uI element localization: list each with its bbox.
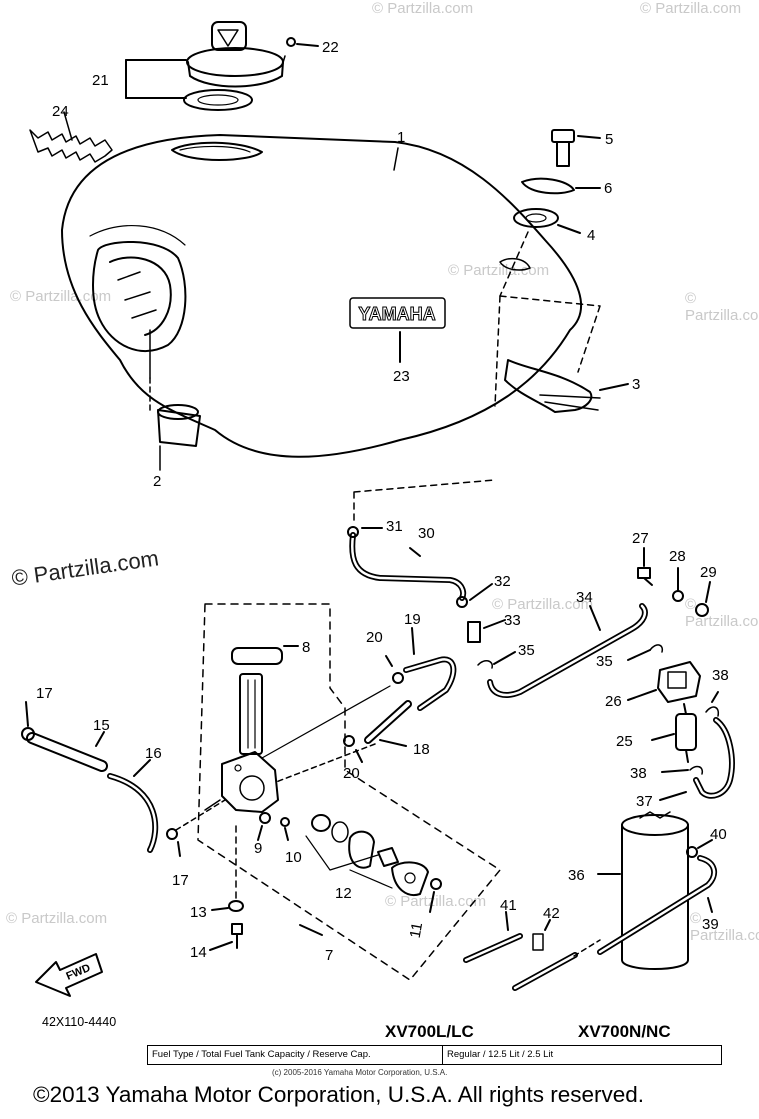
- callout-16: 16: [145, 745, 162, 762]
- watermark: © Partzilla.com: [10, 288, 112, 305]
- spec-header-cell: Fuel Type / Total Fuel Tank Capacity / R…: [148, 1046, 443, 1064]
- watermark: © Partzilla.com: [685, 290, 759, 324]
- callout-41: 41: [500, 897, 517, 914]
- callout-6: 6: [604, 180, 612, 197]
- watermark: © Partzilla.com: [690, 910, 759, 944]
- model-label-right: XV700N/NC: [578, 1022, 671, 1041]
- fuel-cock-body: [204, 685, 391, 813]
- callout-2: 2: [153, 473, 161, 490]
- callout-17: 17: [36, 685, 53, 702]
- watermark: © Partzilla.com: [685, 596, 759, 630]
- footer-copyright: ©2013 Yamaha Motor Corporation, U.S.A. A…: [33, 1082, 645, 1107]
- callout-37: 37: [636, 793, 653, 810]
- callout-11: 11: [407, 921, 426, 939]
- callout-30: 30: [418, 525, 435, 542]
- fuel-filter-25: [651, 703, 697, 763]
- callout-24: 24: [52, 103, 69, 120]
- callout-5: 5: [605, 131, 613, 148]
- callout-42: 42: [543, 905, 560, 922]
- watermark: © Partzilla.com: [372, 0, 474, 17]
- tank-cap-2: [149, 329, 201, 471]
- callout-4: 4: [587, 227, 595, 244]
- callout-31: 31: [386, 518, 403, 535]
- watermark: © Partzilla.com: [6, 910, 108, 927]
- callout-39: 39: [702, 916, 719, 933]
- model-label-left: XV700L/LC: [385, 1022, 474, 1041]
- callout-32: 32: [494, 573, 511, 590]
- callout-15: 15: [93, 717, 110, 734]
- callout-7: 7: [325, 947, 333, 964]
- callout-27: 27: [632, 530, 649, 547]
- fuel-spec-table: Fuel Type / Total Fuel Tank Capacity / R…: [147, 1045, 722, 1065]
- damper-4: [513, 208, 581, 234]
- callout-38b: 38: [630, 765, 647, 782]
- watermark: © Partzilla.com: [385, 893, 487, 910]
- callout-9: 9: [254, 840, 262, 857]
- callout-35: 35: [518, 642, 535, 659]
- callout-35b: 35: [596, 653, 613, 670]
- yamaha-emblem: [349, 297, 446, 329]
- callout-12: 12: [335, 885, 352, 902]
- callout-25: 25: [616, 733, 633, 750]
- spec-value-cell: Regular / 12.5 Lit / 2.5 Lit: [447, 1049, 554, 1060]
- fuel-pump-26: [627, 661, 701, 703]
- callout-38: 38: [712, 667, 729, 684]
- bracket-3: [504, 359, 629, 413]
- watermark: © Partzilla.com: [492, 596, 594, 613]
- callout-20b: 20: [343, 765, 360, 782]
- screw-22: [281, 37, 319, 67]
- callout-29: 29: [700, 564, 717, 581]
- callout-21: 21: [92, 72, 109, 89]
- callout-34: 34: [576, 589, 593, 606]
- callout-3: 3: [632, 376, 640, 393]
- callout-13: 13: [190, 904, 207, 921]
- damper-tape: [29, 129, 113, 163]
- callout-14: 14: [190, 944, 207, 961]
- bolt-5: [551, 129, 601, 167]
- sub-copyright: (c) 2005-2016 Yamaha Motor Corporation, …: [272, 1068, 448, 1077]
- callout-33: 33: [504, 612, 521, 629]
- callout-22: 22: [322, 39, 339, 56]
- callout-18: 18: [413, 741, 430, 758]
- callout-23: 23: [393, 368, 410, 385]
- filler-cap: [125, 21, 284, 111]
- watermark: © Partzilla.com: [640, 0, 742, 17]
- watermark: © Partzilla.com: [448, 262, 550, 279]
- callout-40: 40: [710, 826, 727, 843]
- callout-26: 26: [605, 693, 622, 710]
- callout-8: 8: [302, 639, 310, 656]
- canister-36: [597, 811, 689, 970]
- fwd-label: FWD: [64, 962, 92, 983]
- callout-1: 1: [397, 129, 405, 146]
- callout-10: 10: [285, 849, 302, 866]
- plate-6: [521, 177, 601, 195]
- callout-36: 36: [568, 867, 585, 884]
- bolt-27: [637, 547, 653, 586]
- yamaha-logo-text: YAMAHA: [358, 304, 435, 324]
- callout-19: 19: [404, 611, 421, 628]
- callout-17b: 17: [172, 872, 189, 889]
- callout-20: 20: [366, 629, 383, 646]
- diagram-code: 42X110-4440: [42, 1015, 117, 1029]
- fuel-tank: [61, 134, 583, 458]
- callout-28: 28: [669, 548, 686, 565]
